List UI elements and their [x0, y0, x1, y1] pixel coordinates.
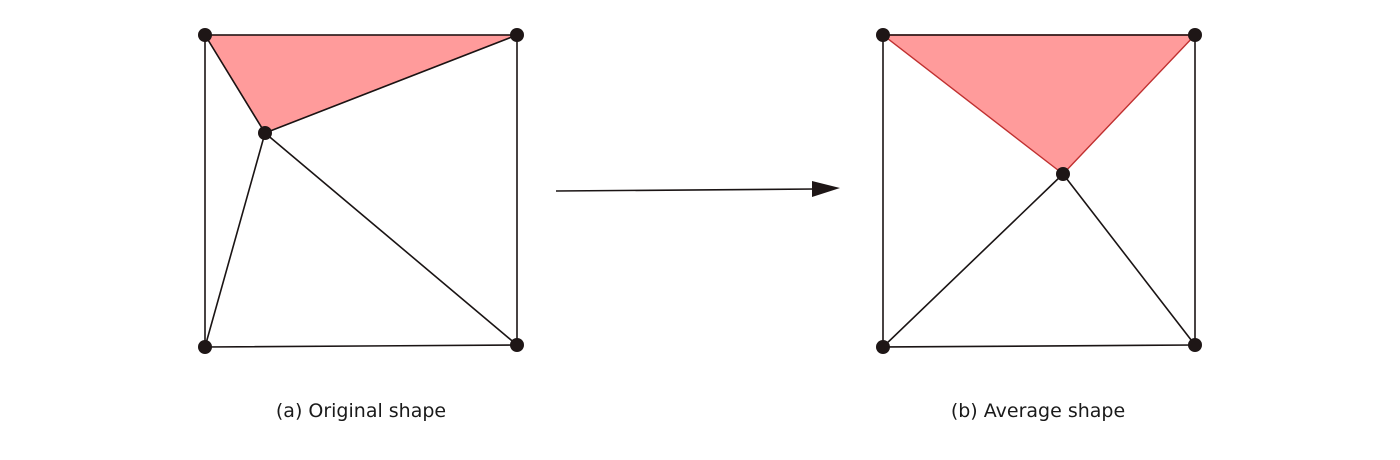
- original-edge-inner-bottomright: [264, 132, 518, 346]
- average-highlight-triangle: [882, 34, 1196, 175]
- average-vertex-bottomleft: [876, 340, 890, 354]
- original-edge-inner-topleft: [204, 34, 266, 134]
- caption-original-shape: (a) Original shape: [275, 400, 447, 422]
- original-vertex-topleft: [198, 28, 212, 42]
- average-shape: [876, 28, 1202, 354]
- original-vertex-bottomleft: [198, 340, 212, 354]
- original-edge-inner-topright: [264, 34, 518, 134]
- average-edge-inner-bottomleft: [882, 173, 1064, 348]
- average-vertex-topright: [1188, 28, 1202, 42]
- original-highlight-triangle: [204, 34, 518, 134]
- caption-average-shape: (b) Average shape: [950, 400, 1126, 422]
- arrow-head: [812, 181, 840, 197]
- arrow-shaft: [555, 188, 816, 192]
- original-vertex-inner: [258, 126, 272, 140]
- average-vertex-bottomright: [1188, 338, 1202, 352]
- average-edge-bottom: [882, 344, 1196, 348]
- original-vertex-topright: [510, 28, 524, 42]
- original-edge-inner-bottomleft: [204, 132, 266, 348]
- transform-arrow: [555, 181, 840, 197]
- original-vertex-bottomright: [510, 338, 524, 352]
- original-edge-bottom: [204, 344, 518, 348]
- average-vertex-inner: [1056, 167, 1070, 181]
- original-shape: [198, 28, 524, 354]
- average-vertex-topleft: [876, 28, 890, 42]
- average-edge-inner-bottomright: [1062, 173, 1196, 346]
